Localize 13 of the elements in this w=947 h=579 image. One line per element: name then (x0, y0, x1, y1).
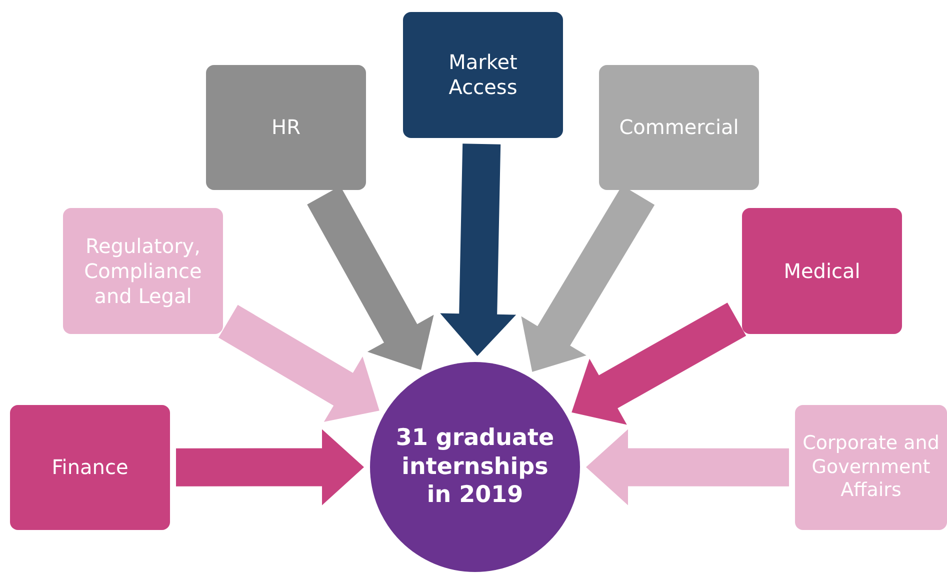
department-box: Commercial (599, 65, 759, 190)
department-box: Medical (742, 208, 902, 334)
block-arrow (586, 429, 789, 506)
block-arrow (572, 302, 746, 425)
department-box: Corporate and Government Affairs (795, 405, 947, 530)
block-arrow (440, 144, 516, 356)
department-box: HR (206, 65, 366, 190)
department-box: Finance (10, 405, 170, 530)
summary-circle: 31 graduate internships in 2019 (370, 362, 580, 572)
block-arrow (218, 304, 380, 422)
department-box: Regulatory, Compliance and Legal (63, 208, 223, 334)
department-box: Market Access (403, 12, 563, 138)
block-arrow (176, 429, 364, 506)
